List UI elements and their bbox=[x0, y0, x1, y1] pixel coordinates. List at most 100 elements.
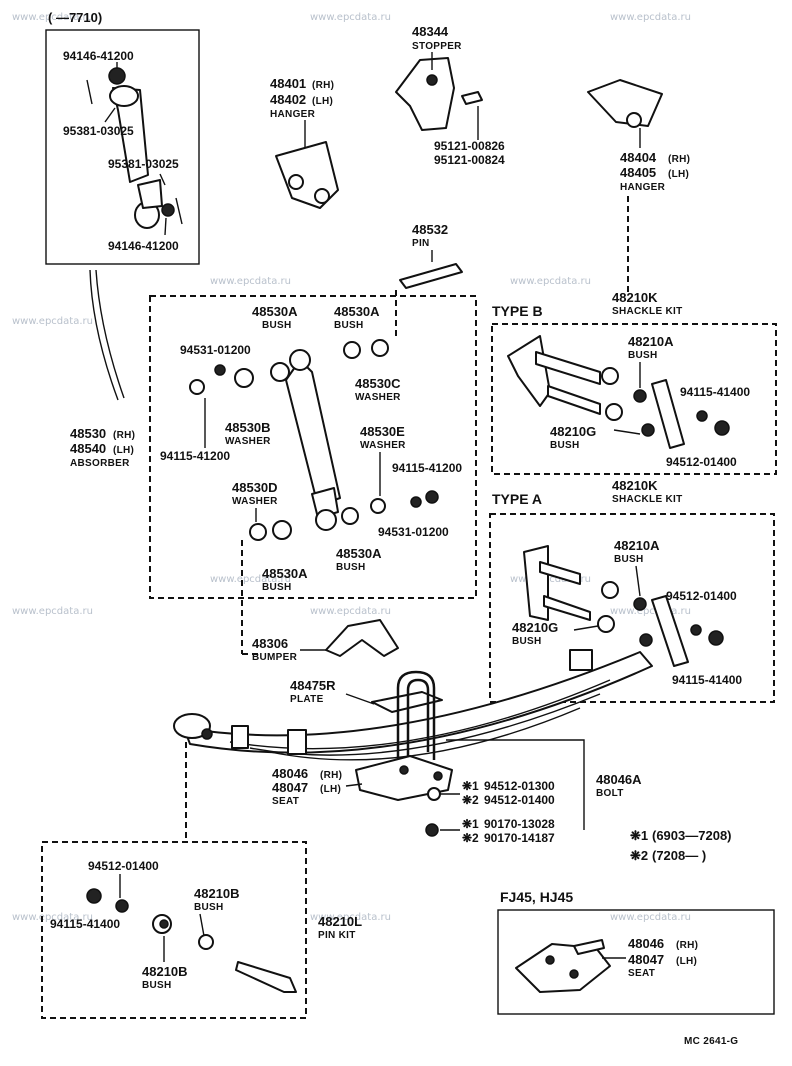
bush-drawing bbox=[198, 934, 214, 950]
part-number: 94115-41400 bbox=[672, 673, 742, 687]
shackle-plate-drawing bbox=[651, 595, 689, 667]
washer-drawing bbox=[370, 498, 386, 514]
absorber-frame bbox=[149, 295, 477, 599]
part-tag: (RH) bbox=[676, 940, 698, 951]
absorber-eye-drawing bbox=[289, 349, 311, 371]
part-number: 94115-41400 bbox=[50, 917, 120, 931]
u-bolt-drawing bbox=[396, 670, 436, 760]
bush-drawing bbox=[639, 633, 653, 647]
part-number: 95381-03025 bbox=[63, 124, 134, 138]
shackle-plate-drawing bbox=[651, 379, 685, 449]
spring-clip-drawing bbox=[287, 729, 307, 755]
section-title: TYPE A bbox=[492, 491, 542, 507]
part-number: 94115-41200 bbox=[160, 449, 230, 463]
part-number: 94531-01200 bbox=[378, 525, 449, 539]
watermark: www.epcdata.ru bbox=[610, 12, 691, 23]
part-number: 48210K bbox=[612, 290, 658, 305]
part-tag: (LH) bbox=[676, 956, 697, 967]
part-tag: (LH) bbox=[113, 445, 134, 456]
legend-mark: ❋1 bbox=[630, 828, 648, 843]
inset-leader bbox=[89, 269, 119, 401]
spring-clip-drawing bbox=[569, 649, 593, 671]
part-tag: (LH) bbox=[312, 96, 333, 107]
spring-eye-drawing bbox=[201, 728, 213, 740]
part-name: SEAT bbox=[628, 968, 655, 979]
part-number: 48530A bbox=[262, 566, 308, 581]
part-number: 48046A bbox=[596, 772, 642, 787]
leader bbox=[573, 625, 599, 631]
fj45-frame bbox=[497, 909, 775, 1015]
part-number: 48404 bbox=[620, 150, 657, 165]
leader bbox=[635, 565, 641, 597]
part-name: BUSH bbox=[194, 902, 224, 913]
watermark: www.epcdata.ru bbox=[310, 606, 391, 617]
shackle-pin-drawing bbox=[543, 595, 591, 621]
washer-drawing bbox=[234, 368, 254, 388]
pin-drawing bbox=[86, 79, 93, 105]
part-number: 94512-01400 bbox=[666, 589, 737, 603]
part-number: 48210K bbox=[612, 478, 658, 493]
part-name: PIN KIT bbox=[318, 930, 356, 941]
part-name: BOLT bbox=[596, 788, 624, 799]
bumper-drawing bbox=[325, 619, 399, 657]
part-name: PIN bbox=[412, 238, 430, 249]
part-name: STOPPER bbox=[412, 41, 462, 52]
hanger-hole bbox=[314, 188, 330, 204]
legend-range: (7208— ) bbox=[652, 848, 706, 863]
watermark: www.epcdata.ru bbox=[310, 912, 391, 923]
watermark: www.epcdata.ru bbox=[510, 574, 591, 585]
leader bbox=[104, 107, 116, 123]
seat-hole bbox=[545, 955, 555, 965]
bush-drawing bbox=[341, 507, 359, 525]
washer-drawing bbox=[249, 523, 267, 541]
part-number: 48530C bbox=[355, 376, 401, 391]
absorber-eye-drawing bbox=[315, 509, 337, 531]
part-name: ABSORBER bbox=[70, 458, 130, 469]
watermark: www.epcdata.ru bbox=[610, 606, 691, 617]
variant-mark: ❋2 bbox=[462, 831, 479, 845]
part-number: 48210A bbox=[628, 334, 674, 349]
part-number: 48530A bbox=[336, 546, 382, 561]
part-name: SHACKLE KIT bbox=[612, 306, 683, 317]
shackle-pin-drawing bbox=[547, 385, 601, 415]
seat-hole bbox=[569, 969, 579, 979]
part-number: 48306 bbox=[252, 636, 288, 651]
part-number: 48532 bbox=[412, 222, 448, 237]
hanger-hole bbox=[288, 174, 304, 190]
nut-drawing bbox=[425, 490, 439, 504]
part-name: WASHER bbox=[225, 436, 271, 447]
part-number: 48046 bbox=[628, 936, 664, 951]
variant-legend: ❋1 (6903—7208) ❋2 (7208— ) bbox=[630, 828, 732, 863]
hanger-drawing bbox=[587, 79, 663, 127]
bush-drawing bbox=[270, 362, 290, 382]
part-number: 90170-13028 bbox=[484, 817, 555, 831]
seat-hole bbox=[433, 771, 443, 781]
stopper-hole bbox=[426, 74, 438, 86]
part-name: BUSH bbox=[628, 350, 658, 361]
watermarks: www.epcdata.ru www.epcdata.ru www.epcdat… bbox=[12, 12, 691, 923]
part-number: 48530 bbox=[70, 426, 106, 441]
shackle-plate-drawing bbox=[507, 335, 551, 407]
part-number: 48530A bbox=[334, 304, 380, 319]
pin-kit-group: 94512-01400 94115-41400 48210B BUSH 4821… bbox=[41, 841, 362, 1019]
seat-drawing bbox=[573, 939, 605, 955]
section-title: FJ45, HJ45 bbox=[500, 889, 573, 905]
leader bbox=[199, 913, 205, 937]
part-number: 94512-01400 bbox=[666, 455, 737, 469]
u-bolt-drawing bbox=[406, 678, 430, 756]
bush-drawing bbox=[272, 520, 292, 540]
pin-drawing bbox=[235, 961, 297, 993]
hanger-rear-group: 48404 (RH) 48405 (LH) HANGER bbox=[587, 79, 690, 292]
part-number: 48046 bbox=[272, 766, 308, 781]
part-name: HANGER bbox=[620, 182, 666, 193]
part-number: 48210G bbox=[550, 424, 596, 439]
bush-drawing bbox=[601, 367, 619, 385]
bush-drawing bbox=[159, 919, 169, 929]
washer-drawing bbox=[696, 410, 708, 422]
pin-kit-frame bbox=[41, 841, 307, 1019]
washer-drawing bbox=[371, 339, 389, 357]
part-number: 48210A bbox=[614, 538, 660, 553]
type-b-group: TYPE B 48210K SHACKLE KIT 48210A BUSH 48… bbox=[491, 290, 777, 475]
part-number: 48047 bbox=[272, 780, 308, 795]
type-a-group: TYPE A 48210K SHACKLE KIT 48210A BUSH 48… bbox=[489, 478, 775, 703]
